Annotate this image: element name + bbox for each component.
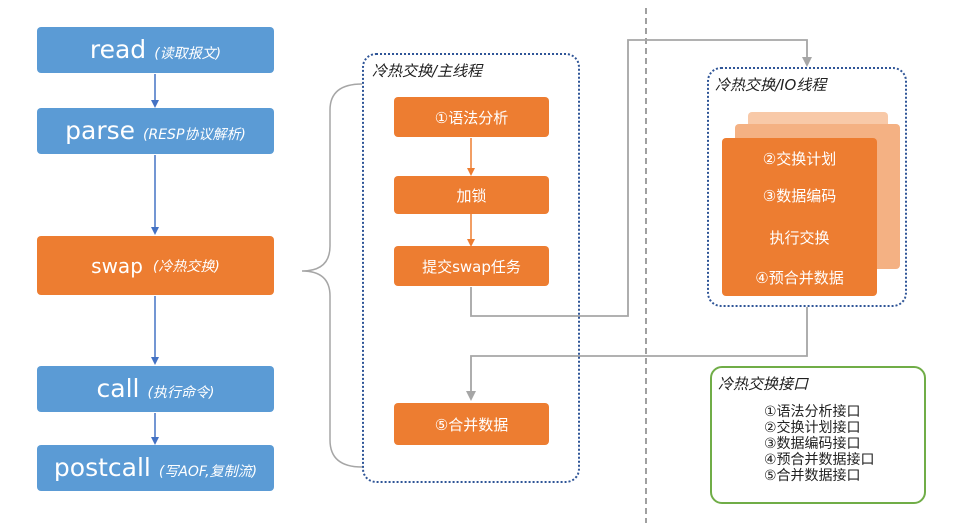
postcall-label: postcall (53, 453, 151, 482)
call-label: call (96, 374, 140, 403)
interface-title: 冷热交换接口 (718, 375, 809, 393)
read-stage: read (读取报文) (37, 27, 274, 73)
swap-stage: swap (冷热交换) (37, 236, 274, 295)
main-step-merge: ⑤合并数据 (394, 403, 549, 445)
postcall-stage: postcall (写AOF,复制流) (37, 445, 274, 491)
arrow-io-to-merge (466, 307, 808, 401)
arrow-submit-to-io (470, 39, 812, 317)
io-stack-front: ②交换计划 ③数据编码 执行交换 ④预合并数据 (722, 138, 877, 296)
read-sub: (读取报文) (154, 46, 222, 62)
interface-item: ③数据编码接口 (764, 436, 861, 452)
interface-panel (710, 366, 926, 504)
io-thread-panel (707, 67, 907, 307)
main-step-lock: 加锁 (394, 176, 549, 214)
read-label: read (89, 35, 147, 64)
parse-sub: (RESP协议解析) (143, 127, 246, 143)
main-step-submit: 提交swap任务 (394, 246, 549, 286)
brace (301, 83, 363, 468)
interface-item: ⑤合并数据接口 (764, 468, 861, 484)
interface-item: ②交换计划接口 (764, 420, 861, 436)
io-step-premerge: ④预合并数据 (755, 269, 844, 287)
interface-item: ①语法分析接口 (764, 404, 861, 420)
io-step-exec: 执行交换 (769, 229, 830, 247)
swap-label: swap (91, 253, 143, 278)
io-step-encode: ③数据编码 (762, 187, 837, 205)
main-step-parse: ①语法分析 (394, 97, 549, 137)
io-thread-title: 冷热交换/IO线程 (715, 76, 827, 94)
postcall-sub: (写AOF,复制流) (158, 464, 258, 480)
main-thread-panel (362, 53, 580, 483)
io-step-plan: ②交换计划 (762, 150, 837, 168)
main-thread-title: 冷热交换/主线程 (372, 62, 483, 80)
parse-stage: parse (RESP协议解析) (37, 108, 274, 154)
interface-item: ④预合并数据接口 (764, 452, 875, 468)
call-stage: call (执行命令) (37, 366, 274, 412)
interface-list: ①语法分析接口 ②交换计划接口 ③数据编码接口 ④预合并数据接口 ⑤合并数据接口 (764, 404, 875, 484)
call-sub: (执行命令) (147, 385, 215, 401)
parse-label: parse (65, 116, 136, 145)
swap-sub: (冷热交换) (152, 258, 220, 275)
